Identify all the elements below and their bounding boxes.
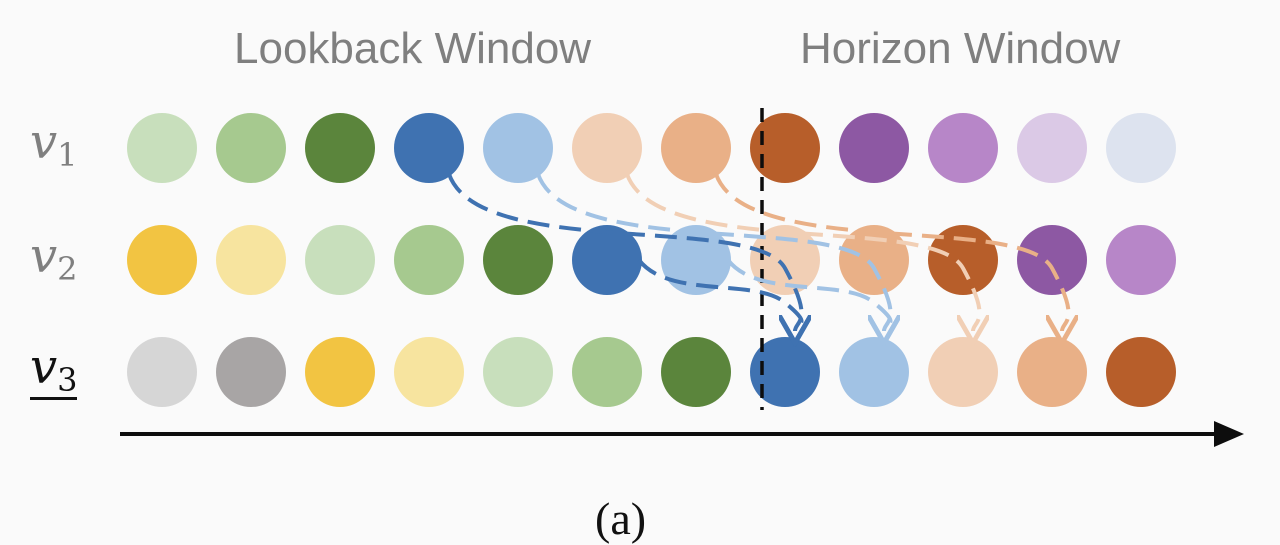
timestep-circle-dark-green xyxy=(305,113,375,183)
timestep-circle-yellow xyxy=(305,337,375,407)
lookback-window-title: Lookback Window xyxy=(234,24,592,73)
timestep-circle-lavender xyxy=(1017,113,1087,183)
dependency-arrow-peach xyxy=(625,173,980,331)
timestep-circle-blue xyxy=(750,337,820,407)
timestep-circle-light-gray xyxy=(127,337,197,407)
figure-caption: (a) xyxy=(595,493,647,544)
timestep-circle-dark-green xyxy=(661,337,731,407)
timestep-circle-mid-green xyxy=(216,113,286,183)
timestep-circle-purple xyxy=(839,113,909,183)
timestep-circle-light-blue xyxy=(483,113,553,183)
variable-symbol: v xyxy=(30,228,58,284)
variable-index: 3 xyxy=(57,361,78,399)
timestep-circle-pale-yellow xyxy=(394,337,464,407)
variable-index: 2 xyxy=(57,250,78,288)
timestep-circle-light-orange xyxy=(1017,337,1087,407)
timestep-circle-mid-green xyxy=(394,225,464,295)
timestep-circle-peach xyxy=(750,225,820,295)
variable-symbol: v xyxy=(30,114,58,170)
variable-label-v2: v2 xyxy=(30,232,77,285)
timestep-circle-light-green xyxy=(305,225,375,295)
variable-symbol: v xyxy=(30,339,58,395)
timestep-circle-blue xyxy=(394,113,464,183)
dependency-arrow-blue xyxy=(637,258,802,331)
dependency-arrow-light-blue xyxy=(726,258,891,331)
timestep-circle-rust xyxy=(928,225,998,295)
timestep-circle-blue xyxy=(572,225,642,295)
timestep-circle-light-green xyxy=(483,337,553,407)
timestep-circle-dark-green xyxy=(483,225,553,295)
variable-index: 1 xyxy=(57,136,78,174)
timestep-circle-light-blue xyxy=(661,225,731,295)
timestep-circles xyxy=(127,113,1176,407)
timestep-circle-light-purple xyxy=(1106,225,1176,295)
timestep-circle-light-green xyxy=(127,113,197,183)
dependency-arrow-light-blue xyxy=(536,173,891,331)
timestep-circle-rust xyxy=(750,113,820,183)
timestep-circle-purple xyxy=(1017,225,1087,295)
timestep-circle-light-orange xyxy=(839,225,909,295)
timestep-circle-light-blue xyxy=(839,337,909,407)
timestep-circle-rust xyxy=(1106,337,1176,407)
horizon-window-title: Horizon Window xyxy=(800,24,1121,73)
dependency-arrow-light-orange xyxy=(714,173,1069,331)
dependency-arrows xyxy=(447,173,1069,331)
timestep-circle-pale-yellow xyxy=(216,225,286,295)
timestep-circle-pale-blue xyxy=(1106,113,1176,183)
timestep-circle-yellow xyxy=(127,225,197,295)
variable-label-v1: v1 xyxy=(30,118,77,171)
timestep-circle-light-purple xyxy=(928,113,998,183)
time-axis-arrowhead xyxy=(1214,421,1244,447)
timestep-circle-gray xyxy=(216,337,286,407)
dependency-arrow-blue xyxy=(447,173,802,331)
timestep-circle-mid-green xyxy=(572,337,642,407)
variable-label-v3-target: v3 xyxy=(30,339,78,400)
timestep-circle-light-orange xyxy=(661,113,731,183)
timestep-circle-peach xyxy=(928,337,998,407)
timestep-circle-peach xyxy=(572,113,642,183)
